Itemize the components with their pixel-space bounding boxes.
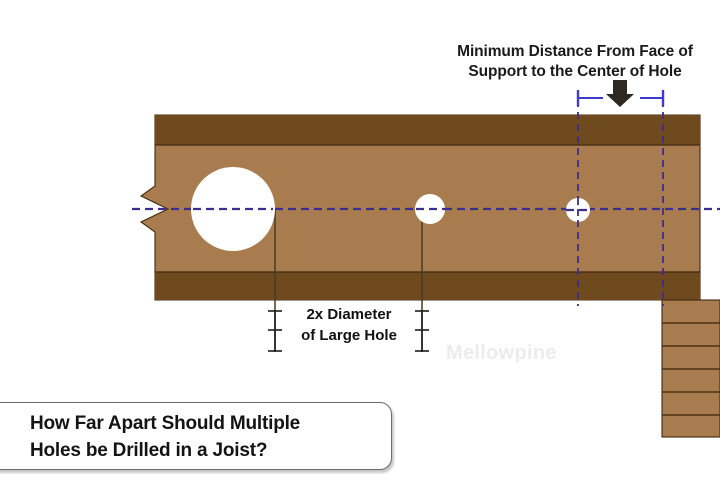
watermark: Mellowpine — [446, 342, 557, 364]
question-callout-box — [0, 402, 392, 470]
question-line-2: Holes be Drilled in a Joist? — [30, 440, 268, 461]
down-arrow-icon — [606, 80, 634, 107]
joist-bottom-band — [150, 272, 700, 300]
spacing-dimension-label-line-2: of Large Hole — [301, 327, 397, 344]
minimum-distance-title-line-1: Minimum Distance From Face of — [457, 43, 693, 60]
minimum-distance-title-line-2: Support to the Center of Hole — [468, 63, 682, 80]
joist-edge-bands — [150, 115, 700, 300]
minimum-distance-title: Minimum Distance From Face of Support to… — [430, 42, 720, 82]
support-post-board-lines — [662, 322, 720, 416]
joist-top-band — [150, 115, 700, 145]
support-post — [661, 299, 720, 438]
spacing-dimension — [268, 310, 429, 352]
question-line-1: How Far Apart Should Multiple — [30, 413, 301, 434]
minimum-distance-dimension — [576, 80, 665, 107]
question-callout-text: How Far Apart Should Multiple Holes be D… — [30, 410, 390, 464]
spacing-dimension-label: 2x Diameter of Large Hole — [278, 304, 420, 346]
spacing-dimension-label-line-1: 2x Diameter — [306, 306, 392, 323]
centerline-over-holes — [193, 207, 592, 212]
